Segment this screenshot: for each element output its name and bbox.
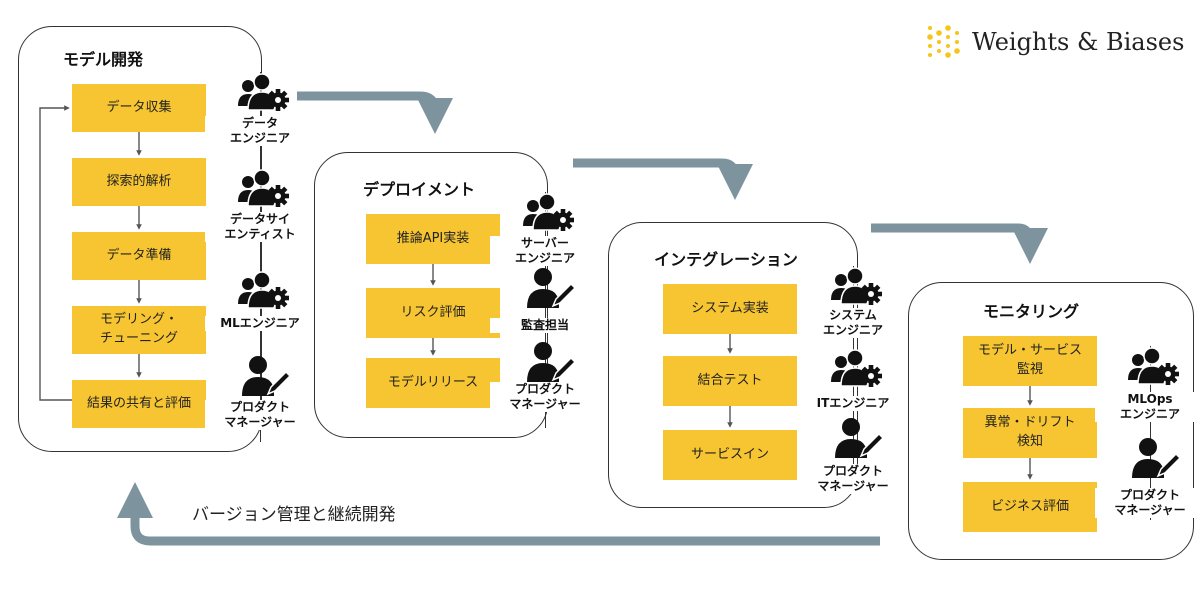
person-pencil-icon bbox=[519, 340, 579, 388]
process-step-box: 結合テスト bbox=[663, 356, 797, 406]
role-label: サーバー エンジニア bbox=[490, 236, 600, 266]
flow-arrow-feedback-loop bbox=[117, 482, 880, 546]
role-label: 監査担当 bbox=[490, 318, 600, 333]
person-pencil-icon bbox=[827, 416, 887, 464]
role-label: ITエンジニア bbox=[798, 396, 908, 411]
people-gear-icon bbox=[827, 348, 887, 396]
process-step-box: 探索的解析 bbox=[72, 158, 206, 206]
process-step-box: モデリング・ チューニング bbox=[72, 306, 206, 354]
role-label: システム エンジニア bbox=[798, 308, 908, 338]
process-step-box: データ準備 bbox=[72, 232, 206, 280]
role-connector-line bbox=[260, 72, 262, 442]
phase-title: デプロイメント bbox=[362, 180, 475, 199]
phase-title: モニタリング bbox=[982, 302, 1079, 321]
process-step-box: システム実装 bbox=[663, 284, 797, 334]
process-step-box: モデルリリース bbox=[366, 358, 500, 408]
phase-title: モデル開発 bbox=[62, 50, 143, 69]
flow-arrow-deploy-to-integration bbox=[573, 158, 753, 200]
role-label: プロダクト マネージャー bbox=[490, 382, 600, 412]
flow-arrow-dev-to-deploy bbox=[297, 91, 453, 134]
process-step-box: ビジネス評価 bbox=[963, 482, 1097, 532]
role-connector-line bbox=[545, 192, 547, 428]
role-label: プロダクト マネージャー bbox=[1095, 488, 1200, 518]
role-label: MLエンジニア bbox=[205, 316, 315, 331]
people-gear-icon bbox=[1124, 346, 1184, 394]
flow-arrow-integration-to-monitoring bbox=[871, 223, 1048, 264]
loop-back-arrow bbox=[39, 105, 72, 401]
role-label: データサイ エンティスト bbox=[205, 212, 315, 242]
process-step-box: リスク評価 bbox=[366, 288, 500, 338]
role-label: MLOps エンジニア bbox=[1095, 392, 1200, 422]
people-gear-icon bbox=[827, 266, 887, 314]
role-label: プロダクト マネージャー bbox=[205, 400, 315, 430]
process-step-box: モデル・サービス 監視 bbox=[963, 336, 1097, 386]
person-pencil-icon bbox=[234, 354, 294, 402]
brand-name: Weights & Biases bbox=[972, 28, 1185, 56]
people-gear-icon bbox=[234, 168, 294, 216]
process-step-box: データ収集 bbox=[72, 84, 206, 132]
process-step-box: 異常・ドリフト 検知 bbox=[963, 408, 1097, 458]
process-step-box: サービスイン bbox=[663, 430, 797, 480]
person-pencil-icon bbox=[519, 266, 579, 314]
role-label: データ エンジニア bbox=[205, 116, 315, 146]
brand-logo: Weights & Biases bbox=[926, 24, 1184, 60]
role-label: プロダクト マネージャー bbox=[798, 464, 908, 494]
loop-label: バージョン管理と継続開発 bbox=[192, 505, 396, 525]
role-connector-line bbox=[1150, 346, 1152, 520]
process-step-box: 推論API実装 bbox=[366, 214, 500, 264]
person-pencil-icon bbox=[1124, 436, 1184, 484]
process-step-box: 結果の共有と評価 bbox=[72, 380, 206, 428]
phase-title: インテグレーション bbox=[654, 250, 798, 269]
people-gear-icon bbox=[519, 192, 579, 240]
people-gear-icon bbox=[234, 270, 294, 318]
people-gear-icon bbox=[234, 72, 294, 120]
wandb-dots-icon bbox=[927, 25, 960, 58]
